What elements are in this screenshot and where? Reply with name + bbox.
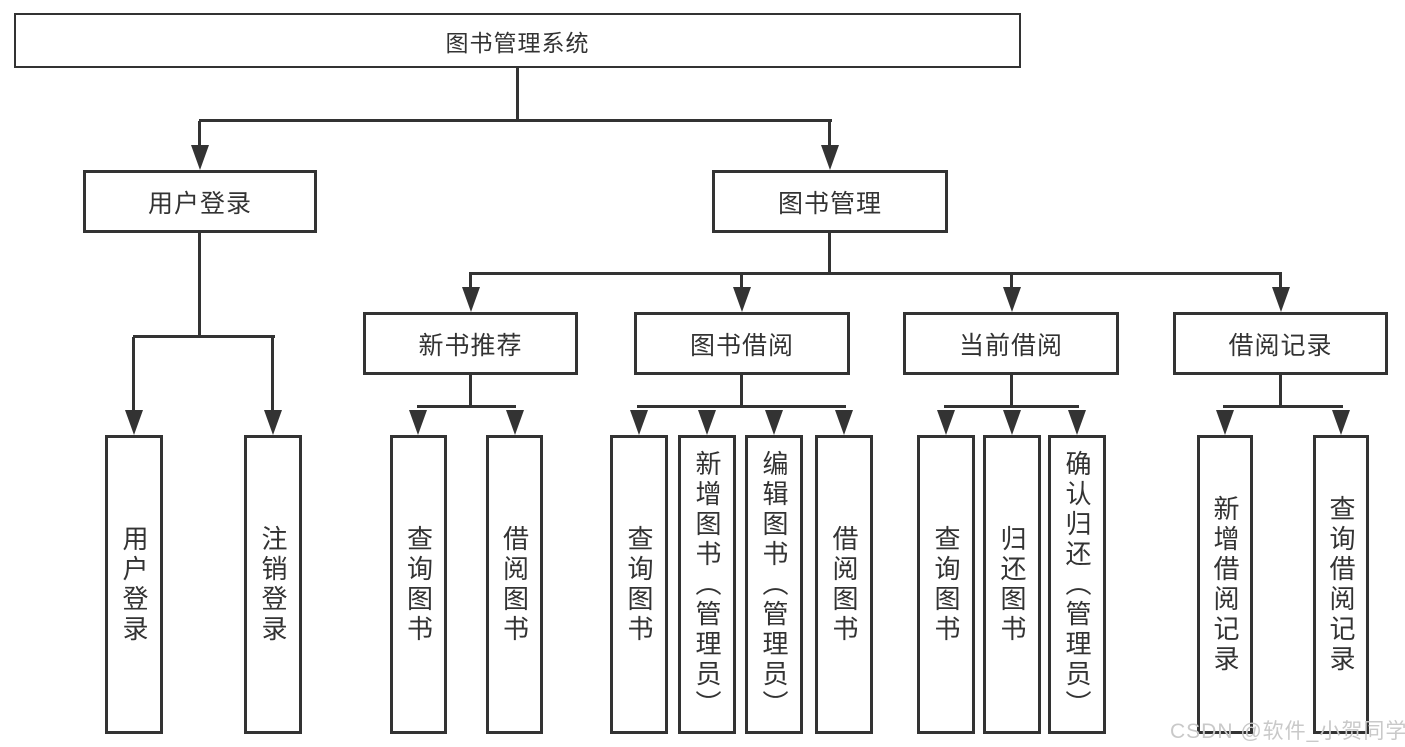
node-new-book-recommendation: 新书推荐 — [363, 312, 578, 375]
connector-segment — [1010, 373, 1013, 407]
connector-segment — [1223, 405, 1343, 408]
node-edit-books-admin: 编辑图书（管理员） — [745, 435, 803, 734]
node-query-books-recommend: 查询图书 — [390, 435, 447, 734]
node-book-management: 图书管理 — [712, 170, 948, 233]
arrow-down-icon — [409, 410, 427, 435]
connector-segment — [516, 68, 519, 120]
node-label: 注销登录 — [258, 524, 288, 645]
connector-segment — [198, 121, 201, 151]
node-query-books-borrowing: 查询图书 — [610, 435, 668, 734]
node-book-borrowing: 图书借阅 — [634, 312, 850, 375]
connector-segment — [469, 373, 472, 407]
arrow-down-icon — [1216, 410, 1234, 435]
arrow-down-icon — [698, 410, 716, 435]
connector-segment — [1010, 274, 1013, 290]
arrow-down-icon — [765, 410, 783, 435]
arrow-down-icon — [191, 145, 209, 170]
node-add-borrow-record: 新增借阅记录 — [1197, 435, 1253, 734]
node-label: 编辑图书（管理员） — [759, 449, 789, 720]
connector-segment — [132, 337, 135, 413]
node-user-login: 用户登录 — [83, 170, 317, 233]
connector-segment — [199, 119, 832, 122]
node-label: 查询图书 — [403, 524, 434, 645]
arrow-down-icon — [630, 410, 648, 435]
node-borrow-books-leaf: 借阅图书 — [815, 435, 873, 734]
node-current-borrowing: 当前借阅 — [903, 312, 1119, 375]
node-query-borrow-record: 查询借阅记录 — [1313, 435, 1369, 734]
node-label: 新增借阅记录 — [1210, 494, 1240, 675]
connector-segment — [740, 373, 743, 407]
node-label: 图书管理系统 — [445, 29, 590, 56]
arrow-down-icon — [1332, 410, 1350, 435]
connector-segment — [637, 405, 846, 408]
connector-segment — [1279, 274, 1282, 290]
arrow-down-icon — [506, 410, 524, 435]
node-label: 当前借阅 — [958, 331, 1063, 360]
node-label: 新书推荐 — [418, 331, 523, 360]
connector-segment — [133, 335, 275, 338]
node-library-system: 图书管理系统 — [14, 13, 1021, 68]
node-borrowing-records: 借阅记录 — [1173, 312, 1388, 375]
connector-segment — [469, 272, 1282, 275]
arrow-down-icon — [1272, 287, 1290, 312]
node-user-login-leaf: 用户登录 — [105, 435, 163, 734]
node-label: 新增图书（管理员） — [692, 449, 722, 720]
node-label: 图书借阅 — [689, 331, 794, 360]
arrow-down-icon — [462, 287, 480, 312]
arrow-down-icon — [821, 145, 839, 170]
node-label: 借阅图书 — [499, 524, 530, 645]
node-confirm-return-admin: 确认归还（管理员） — [1048, 435, 1106, 734]
node-label: 借阅记录 — [1228, 331, 1333, 360]
connector-segment — [944, 405, 1079, 408]
connector-segment — [828, 121, 831, 151]
csdn-watermark: CSDN @软件_小贺同学 — [1170, 720, 1405, 743]
arrow-down-icon — [1068, 410, 1086, 435]
arrow-down-icon — [1003, 287, 1021, 312]
arrow-down-icon — [125, 410, 143, 435]
connector-segment — [828, 233, 831, 274]
node-query-books-current: 查询图书 — [917, 435, 975, 734]
node-label: 查询图书 — [931, 524, 961, 645]
arrow-down-icon — [1003, 410, 1021, 435]
node-label: 确认归还（管理员） — [1062, 449, 1092, 720]
node-label: 查询借阅记录 — [1326, 494, 1356, 675]
connector-segment — [417, 405, 516, 408]
node-return-books: 归还图书 — [983, 435, 1041, 734]
connector-segment — [469, 274, 472, 290]
node-label: 用户登录 — [147, 189, 252, 218]
node-label: 图书管理 — [777, 189, 882, 218]
connector-segment — [198, 233, 201, 337]
node-add-books-admin: 新增图书（管理员） — [678, 435, 736, 734]
connector-segment — [740, 274, 743, 290]
node-label: 借阅图书 — [829, 524, 859, 645]
arrow-down-icon — [264, 410, 282, 435]
connector-segment — [271, 337, 274, 413]
node-label: 查询图书 — [624, 524, 654, 645]
arrow-down-icon — [835, 410, 853, 435]
node-borrow-books-recommend: 借阅图书 — [486, 435, 543, 734]
node-label: 用户登录 — [119, 524, 149, 645]
node-label: 归还图书 — [997, 524, 1027, 645]
connector-segment — [1279, 373, 1282, 407]
arrow-down-icon — [733, 287, 751, 312]
arrow-down-icon — [937, 410, 955, 435]
node-logout-leaf: 注销登录 — [244, 435, 302, 734]
